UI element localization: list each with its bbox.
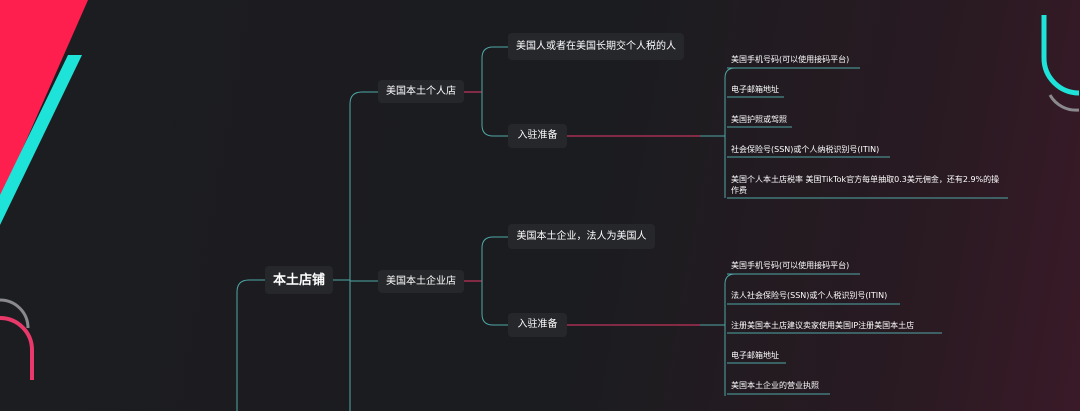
prep-item: 美国手机号码(可以使用接码平台) xyxy=(731,55,850,64)
prep-item: 注册美国本土店建议卖家使用美国IP注册美国本土店 xyxy=(731,321,915,330)
root-trunk-connector xyxy=(236,279,265,411)
cyan-arc-decoration xyxy=(1041,15,1080,96)
branch-node-label: 美国本土个人店 xyxy=(386,85,456,97)
grey-arc-decoration xyxy=(1048,94,1080,112)
prep-connector-personal xyxy=(481,92,508,137)
requirement-node-enterprise[interactable]: 美国本土企业，法人为美国人 xyxy=(508,224,655,249)
branch-node-label: 美国本土企业店 xyxy=(386,275,456,287)
prep-item: 电子邮箱地址 xyxy=(731,351,779,360)
requirement-node-label: 美国人或者在美国长期交个人税的人 xyxy=(516,40,676,52)
prep-item: 美国个人本土店税率 美国TikTok官方每单抽取0.3美元佣金，还有2.9%的操… xyxy=(731,175,1000,195)
prep-item: 美国本土企业的营业执照 xyxy=(731,381,819,390)
prep-node-label: 入驻准备 xyxy=(517,130,558,141)
root-node[interactable]: 本土店铺 xyxy=(265,266,333,294)
requirement-connector-personal xyxy=(481,46,508,92)
prep-item: 电子邮箱地址 xyxy=(731,85,779,94)
prep-item: 社会保险号(SSN)或个人纳税识别号(ITIN) xyxy=(731,145,880,154)
branch-connector-personal xyxy=(349,91,378,411)
requirement-node-label: 美国本土企业，法人为美国人 xyxy=(516,230,647,242)
requirement-connector-enterprise xyxy=(481,236,508,281)
requirement-node-personal[interactable]: 美国人或者在美国长期交个人税的人 xyxy=(508,33,684,60)
prep-item: 美国手机号码(可以使用接码平台) xyxy=(731,261,850,270)
branch-node-personal[interactable]: 美国本土个人店 xyxy=(378,80,464,103)
prep-node-personal[interactable]: 入驻准备 xyxy=(508,124,567,148)
branch-node-enterprise[interactable]: 美国本土企业店 xyxy=(378,270,464,293)
prep-item: 美国护照或驾照 xyxy=(731,115,787,124)
grey-half-ring-decoration xyxy=(0,298,30,329)
cyan-stripe-decoration xyxy=(0,55,82,225)
red-half-ring-decoration xyxy=(0,316,34,380)
prep-connector-enterprise xyxy=(481,281,508,326)
root-node-label: 本土店铺 xyxy=(272,272,325,288)
prep-item: 法人社会保险号(SSN)或个人税识别号(ITIN) xyxy=(731,291,888,300)
prep-node-enterprise[interactable]: 入驻准备 xyxy=(508,313,567,337)
prep-node-label: 入驻准备 xyxy=(517,319,558,330)
